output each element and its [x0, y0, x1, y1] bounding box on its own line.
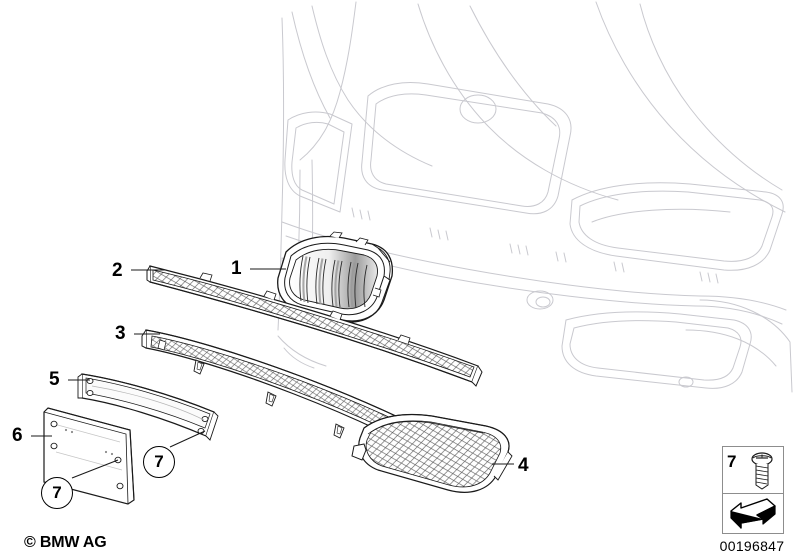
callout-5: 5	[49, 369, 60, 390]
leader-lines	[31, 268, 514, 479]
legend-screw-row: 7	[723, 447, 783, 494]
callout-3: 3	[115, 323, 126, 344]
callout-4: 4	[518, 455, 529, 476]
document-number: 00196847	[719, 538, 785, 554]
callout-7-right: 7	[143, 446, 175, 478]
legend-arrow-row	[723, 494, 783, 533]
part-license-plate-base	[77, 373, 219, 441]
screw-icon	[747, 451, 777, 496]
callout-1: 1	[231, 258, 242, 279]
callout-6: 6	[12, 425, 23, 446]
callout-7-left: 7	[41, 477, 73, 509]
leader-line-7b	[169, 430, 206, 448]
part-kidney-grille	[277, 231, 394, 323]
legend-box: 7	[722, 446, 784, 534]
legend-screw-number: 7	[727, 452, 737, 471]
leader-line-7a	[71, 459, 119, 479]
direction-arrow-icon	[727, 497, 779, 535]
callout-7-left-label: 7	[52, 483, 62, 502]
part-side-mesh-grille	[351, 413, 513, 493]
callout-7-right-label: 7	[154, 452, 164, 471]
copyright-notice: © BMW AG	[24, 534, 107, 551]
part-upper-bumper-grille	[146, 265, 483, 387]
callout-2: 2	[112, 260, 123, 281]
